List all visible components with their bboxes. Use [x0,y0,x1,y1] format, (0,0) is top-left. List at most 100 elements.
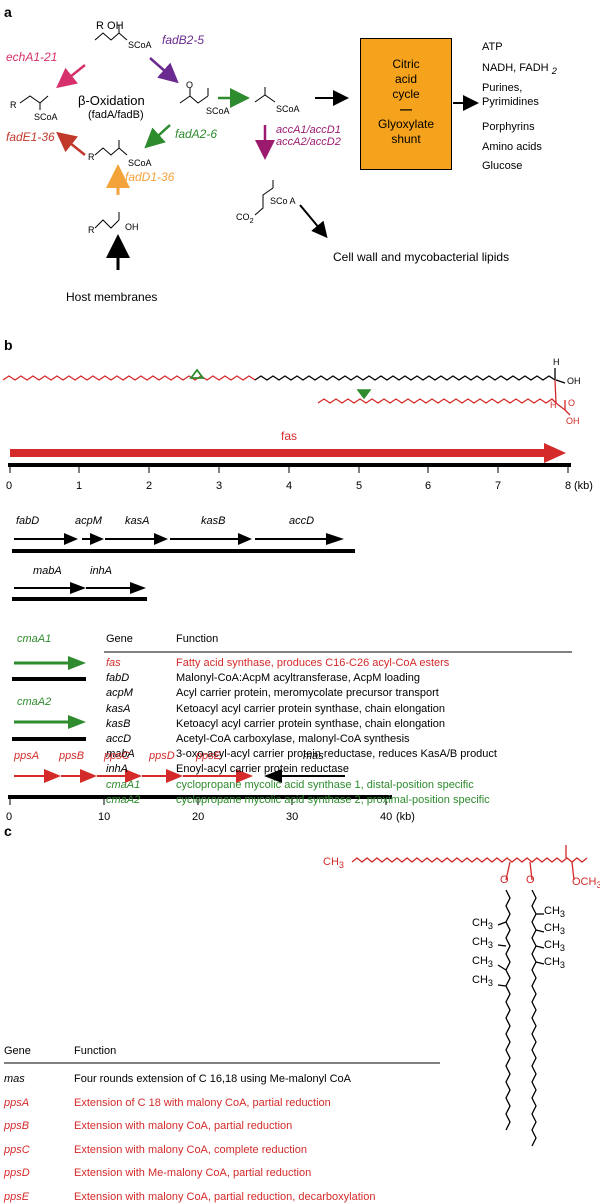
gene-kasB: kasB [201,515,226,527]
tick-b-1: 1 [76,480,83,492]
tick-c-20: 20 [192,811,205,823]
beta-oxidation-sub: (fadA/fadB) [88,109,144,121]
axis-b-unit: (kb) [574,480,593,492]
table-function-cell: Extension with Me-malony CoA, partial re… [74,1167,312,1179]
ch3-label: CH3 [472,955,493,970]
scoa-right: SCoA [206,106,230,116]
table-gene-cell: inhA [106,763,129,776]
ch3-label: CH3 [544,956,565,971]
ch3-label: CH3 [472,936,493,951]
hydroxy-r-label: R OH [96,20,124,32]
gene-accD: accD [289,515,315,527]
table-function-cell: Acyl carrier protein, meromycolate precu… [176,687,439,700]
gene-ppsB: ppsB [59,750,85,762]
axis-b [8,463,571,473]
table-function-cell: Extension with malony CoA, partial reduc… [74,1190,376,1203]
table-function-cell: Extension of C 18 with malony CoA, parti… [74,1096,331,1109]
table-function-cell: Fatty acid synthase, produces C16-C26 ac… [176,657,450,669]
tick-c-40: 40 [380,811,393,823]
table-b-function-header: Function [176,633,219,645]
fadB-arrow [149,57,179,84]
table-function-cell: Four rounds extension of C 16,18 using M… [74,1073,351,1085]
cellwall-arrow [299,204,328,239]
keto-o: O [186,80,193,90]
cyclopropane-proximal [356,389,372,400]
tick-b-3: 3 [216,480,223,492]
product-atp: ATP [482,41,503,53]
table-gene-cell: mas [4,1073,25,1085]
axis-c [8,795,392,805]
gene-ppsD: ppsD [149,750,175,762]
scoa-malonyl: SCo A [270,196,296,206]
citric-acid-box: Citric acid cycle — Glyoxylate shunt [360,38,452,170]
co2-text: CO [236,212,250,222]
gene-acpM: acpM [75,515,102,527]
gene-ppsA: ppsA [14,750,40,762]
tick-b-8: 8 [565,480,572,492]
table-gene-cell: ppsA [4,1096,30,1109]
table-function-cell: Ketoacyl acyl carrier protein synthase, … [176,702,446,715]
ch3-label: CH3 [472,974,493,989]
ch3-label: CH3 [472,917,493,932]
table-gene-cell: kasA [106,702,131,715]
box-line-1: acid [394,72,417,86]
scoa-left: SCoA [34,112,58,122]
table-gene-cell: accD [106,733,132,745]
panel-b-label: b [4,337,13,353]
table-c-gene-header: Gene [4,1045,31,1057]
gene-mabA: mabA [33,565,62,577]
gene-kasA: kasA [125,515,150,527]
table-gene-cell: cmaA2 [106,793,141,806]
co2-sub: 2 [249,215,254,225]
table-function-cell: Malonyl-CoA:AcpM acyltransferase, AcpM l… [176,672,420,685]
oh-label: OH [107,20,124,32]
ester-o-1: O [500,874,509,886]
table-function-cell: Acetyl-CoA carboxylase, malonyl-CoA synt… [176,733,410,745]
gene-ppsE: ppsE [196,750,222,762]
mycolate-chain [2,368,571,416]
table-function-cell: 3-oxo-acyl-acyl carrier protein reductas… [176,748,497,761]
scoa-bottom: SCoA [128,158,152,168]
table-function-cell: Extension with malony CoA, partial reduc… [74,1120,293,1132]
box-line-3: — [400,102,412,116]
ester-o-2: O [526,874,535,886]
fadB-label: fadB2-5 [162,33,205,47]
ch3-terminal: CH3 [323,856,344,870]
operon-2 [12,582,147,601]
tick-b-7: 7 [495,480,502,492]
ch3-text: CH [323,856,339,868]
r-acid: R [88,225,95,235]
panel-a-label: a [4,4,12,20]
tick-c-0: 0 [6,811,13,823]
fadA-label: fadA2-6 [175,127,218,141]
chem-oh-b: OH [567,376,581,386]
chem-structures-a [19,25,276,229]
box-line-4: Glyoxylate [377,117,435,131]
gene-ppsC: ppsC [104,750,130,762]
box-line-2: cycle [392,87,420,101]
table-gene-cell: mabA [106,748,135,761]
acc-label-1: accA1/accD1 [276,124,341,136]
table-function-cell: Ketoacyl acyl carrier protein synthase, … [176,717,446,730]
fadE-label: fadE1-36 [6,130,55,144]
table-gene-cell: kasB [106,717,131,730]
table-function-cell: Enoyl-acyl carrier protein reductase [176,763,350,776]
host-membranes: Host membranes [66,290,158,304]
axis-c-unit: (kb) [396,811,415,823]
fas-label: fas [281,429,298,443]
oh-acid: OH [125,222,139,232]
ch3-label: CH3 [544,939,565,954]
product-nadh: NADH, FADH 2 [482,62,557,76]
product-glucose: Glucose [482,160,523,172]
ch3-label: CH3 [544,905,565,920]
product-amino: Amino acids [482,141,542,153]
tick-b-2: 2 [146,480,153,492]
table-c-function-header: Function [74,1045,117,1057]
tick-b-4: 4 [286,480,293,492]
och3-label: OCH3 [572,876,600,890]
table-gene-cell: ppsD [4,1167,30,1179]
chem-o-red: O [568,398,576,408]
product-porphyrins: Porphyrins [482,121,535,133]
table-gene-cell: fabD [106,672,130,685]
cyclopropane-distal [189,368,205,379]
